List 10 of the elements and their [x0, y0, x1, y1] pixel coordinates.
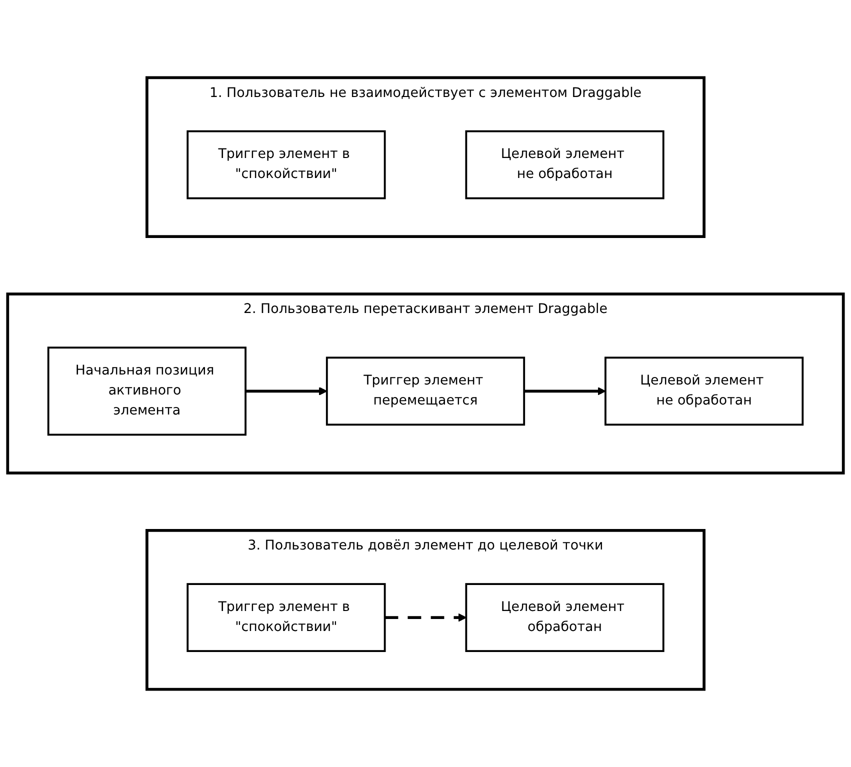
node-box: Начальная позиция активного элемента: [47, 346, 246, 436]
node-box: Целевой элемент обработан: [465, 583, 664, 652]
arrow: [524, 386, 606, 396]
arrow: [246, 386, 328, 396]
node-box: Целевой элемент не обработан: [604, 356, 804, 426]
node-box: Триггер элемент в "спокойствии": [186, 583, 386, 652]
node-box: Целевой элемент не обработан: [465, 130, 664, 200]
node-box: Триггер элемент в "спокойствии": [186, 130, 386, 200]
node-box: Триггер элемент перемещается: [326, 356, 526, 426]
arrow: [384, 613, 467, 622]
